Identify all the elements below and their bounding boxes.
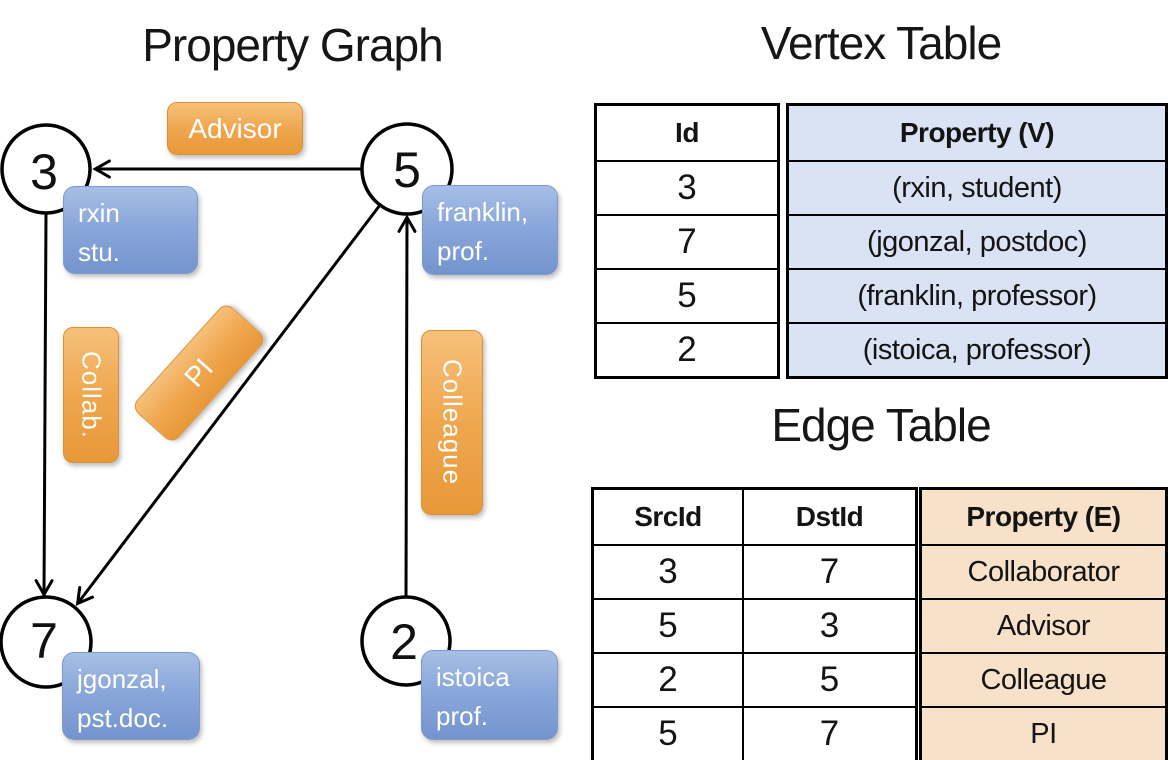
table-cell: (jgonzal, postdoc) [789, 214, 1165, 268]
edge-label-pi-text: PI [178, 352, 220, 393]
edge-table-title: Edge Table [771, 399, 991, 451]
property-box-line: stu. [78, 237, 120, 267]
table-cell: 7 [742, 544, 915, 598]
edge-srcid-header: SrcId [634, 501, 702, 532]
table-cell: 5 [597, 268, 777, 322]
edge-label-colleague-text: Colleague [437, 359, 468, 486]
edge-label-advisor: Advisor [167, 102, 303, 155]
edge-line-pi-5-7 [78, 204, 382, 603]
table-cell: (rxin, student) [789, 160, 1165, 214]
table-cell: (istoica, professor) [789, 322, 1165, 376]
table-cell: 3 [742, 598, 915, 652]
table-cell: 7 [597, 214, 777, 268]
property-box-line: pst.doc. [77, 703, 169, 733]
graph-title: Property Graph [142, 19, 443, 71]
edge-property-header: Property (E) [922, 490, 1165, 544]
table-cell: 7 [742, 706, 915, 760]
table-cell: PI [922, 706, 1165, 760]
vertex-table-id-column: Id 3 7 5 2 [594, 103, 780, 379]
edge-label-collab-text: Collab. [76, 351, 107, 439]
property-box-line: jgonzal, [77, 664, 167, 694]
edge-label-collab: Collab. [63, 327, 119, 463]
node-label-3: 3 [30, 144, 58, 200]
table-cell: (franklin, professor) [789, 268, 1165, 322]
vertex-property-header: Property (V) [789, 106, 1165, 160]
edge-line-collab-3-7 [44, 213, 46, 594]
edge-dstid-header: DstId [742, 490, 915, 544]
vertex-table-title: Vertex Table [760, 17, 1002, 69]
property-box-line: prof. [436, 701, 489, 731]
node-label-7: 7 [30, 613, 58, 669]
edge-table-property-column: Property (E) Collaborator Advisor Collea… [919, 487, 1168, 760]
property-box-line: prof. [437, 236, 490, 266]
vertex-table-property-column: Property (V) (rxin, student) (jgonzal, p… [786, 103, 1168, 379]
table-cell: Collaborator [922, 544, 1165, 598]
property-box-istoica: istoica prof. [421, 650, 558, 740]
table-cell: 5 [742, 652, 915, 706]
edge-table-id-columns: SrcId DstId 3 7 5 3 2 5 5 7 [591, 487, 918, 760]
property-box-franklin: franklin, prof. [422, 185, 558, 275]
node-label-2: 2 [390, 614, 418, 670]
table-cell: 2 [597, 322, 777, 376]
table-cell: 5 [594, 706, 742, 760]
table-cell: Advisor [922, 598, 1165, 652]
property-box-line: istoica [436, 662, 510, 692]
property-box-line: rxin [78, 198, 120, 228]
table-cell: 3 [594, 544, 742, 598]
property-box-rxin: rxin stu. [63, 186, 198, 274]
property-box-line: franklin, [437, 197, 529, 227]
node-label-5: 5 [393, 142, 421, 198]
edge-label-advisor-text: Advisor [188, 112, 282, 144]
table-cell: 5 [594, 598, 742, 652]
table-cell: Colleague [922, 652, 1165, 706]
vertex-id-header: Id [675, 117, 699, 148]
table-cell: 2 [594, 652, 742, 706]
edge-label-colleague: Colleague [421, 330, 483, 515]
edge-line-colleague-2-5 [406, 218, 407, 598]
property-box-jgonzal: jgonzal, pst.doc. [62, 652, 200, 740]
table-cell: 3 [597, 160, 777, 214]
